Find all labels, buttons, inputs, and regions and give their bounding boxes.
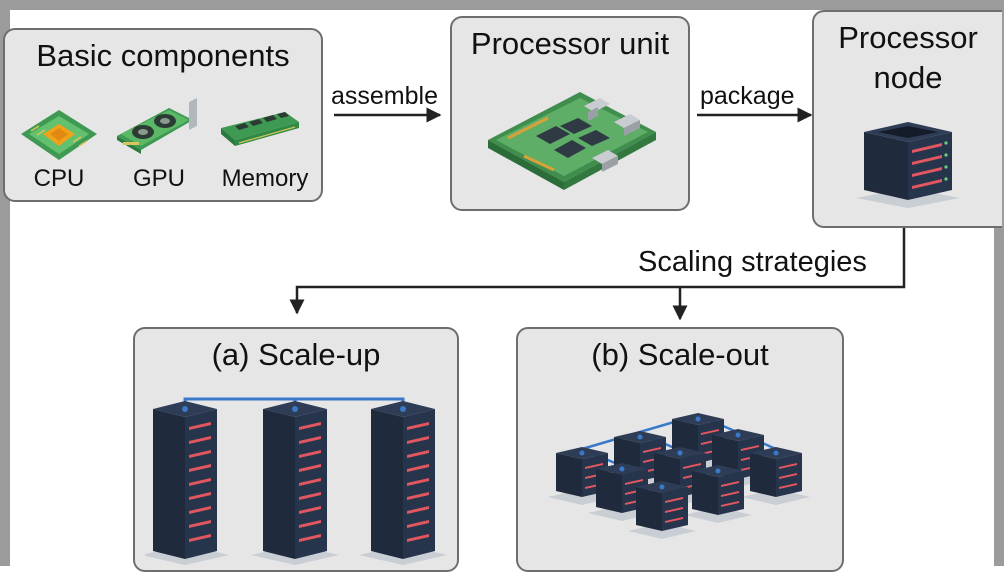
server-racks-icon <box>145 397 447 565</box>
memory-module-icon <box>221 112 299 146</box>
scale-up-title: (a) Scale-up <box>211 337 381 372</box>
scale-up-box: (a) Scale-up <box>133 327 459 572</box>
scale-out-box: (b) Scale-out <box>516 327 844 572</box>
scaling-connector <box>289 228 906 315</box>
server-cluster-icon <box>548 413 810 539</box>
scaling-strategies-label: Scaling strategies <box>638 246 867 278</box>
basic-components-title: Basic components <box>36 38 290 73</box>
cpu-label: CPU <box>33 165 85 192</box>
processor-node-box: Processor node <box>812 10 1002 228</box>
processor-node-title-line1: Processor <box>838 20 978 55</box>
cpu-chip-icon <box>21 110 97 160</box>
processor-node-title-line2: node <box>873 60 943 95</box>
memory-label: Memory <box>221 165 309 192</box>
processor-unit-box: Processor unit <box>450 16 690 211</box>
package-label: package <box>700 82 795 110</box>
assemble-label: assemble <box>331 82 438 110</box>
server-node-icon <box>856 122 960 208</box>
processor-unit-title: Processor unit <box>470 26 670 61</box>
basic-components-box: Basic components CPU GPU <box>3 28 323 202</box>
gpu-card-icon <box>117 98 197 154</box>
circuit-board-icon <box>488 92 656 190</box>
scale-out-title: (b) Scale-out <box>591 337 769 372</box>
gpu-label: GPU <box>132 165 185 192</box>
